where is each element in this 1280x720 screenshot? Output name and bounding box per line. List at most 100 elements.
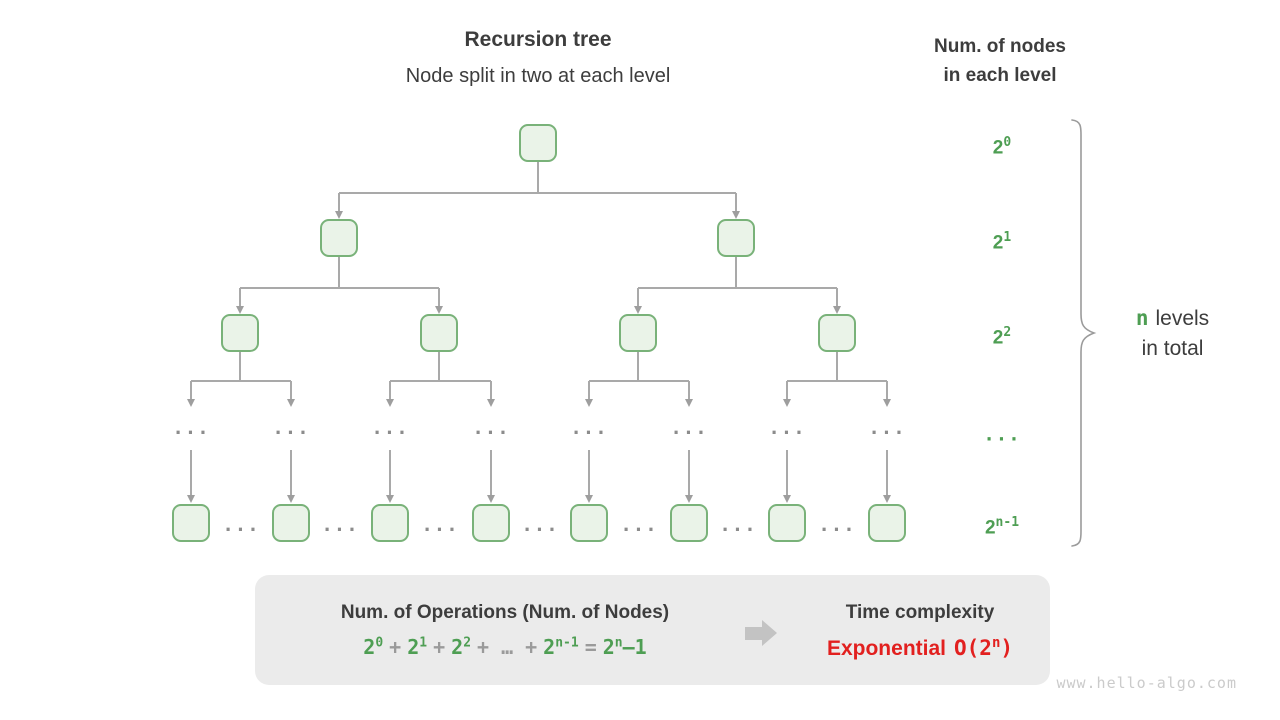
operations-panel: Num. of Operations (Num. of Nodes) 20+21…: [275, 600, 735, 659]
nodes-per-level-header: Num. of nodes in each level: [880, 32, 1120, 90]
arrowhead-icon: [584, 399, 593, 407]
complexity-label: Exponential: [826, 637, 946, 660]
ellipsis: ...: [371, 417, 409, 439]
connector-line: [836, 352, 838, 381]
ellipsis: ...: [818, 514, 856, 536]
arrowhead-icon: [385, 399, 394, 407]
tree-node: [472, 504, 510, 542]
arrowhead-icon: [286, 495, 295, 503]
tree-node: [172, 504, 210, 542]
arrowhead-icon: [832, 306, 841, 314]
arrowhead-icon: [385, 495, 394, 503]
complexity-title: Time complexity: [845, 602, 995, 623]
complexity-panel: Time complexity Exponential O(2n): [800, 600, 1040, 661]
arrowhead-icon: [286, 399, 295, 407]
arrowhead-icon: [882, 399, 891, 407]
tree-node: [519, 124, 557, 162]
connector-line: [637, 352, 639, 381]
diagram-subtitle: Node split in two at each level: [405, 65, 671, 87]
formula-term-0: 20: [363, 635, 384, 659]
connector-line: [638, 287, 837, 289]
ellipsis: ...: [272, 417, 310, 439]
arrowhead-icon: [782, 399, 791, 407]
ellipsis: ...: [421, 514, 459, 536]
connector-line: [490, 381, 492, 400]
connector-line: [688, 381, 690, 400]
connector-line: [688, 450, 690, 496]
tree-node: [320, 219, 358, 257]
connector-line: [190, 381, 192, 400]
ellipsis: ...: [670, 417, 708, 439]
connector-line: [290, 381, 292, 400]
plus-operator: +: [477, 635, 490, 659]
connector-line: [735, 193, 737, 212]
connector-line: [588, 450, 590, 496]
plus-operator: +: [433, 635, 446, 659]
implies-arrow-icon: [745, 620, 777, 646]
plus-operator: +: [525, 635, 538, 659]
arrowhead-icon: [633, 306, 642, 314]
connector-line: [735, 257, 737, 288]
formula-term-1: 21: [407, 635, 428, 659]
operations-formula: 20+21+22+…+2n-1=2n–1: [275, 635, 735, 659]
levels-total-line2: in total: [1141, 337, 1204, 360]
connector-line: [338, 193, 340, 212]
ellipsis: ...: [172, 417, 210, 439]
formula-result: 2n–1: [602, 635, 647, 659]
connector-line: [438, 288, 440, 307]
complexity-value: Exponential O(2n): [800, 635, 1040, 661]
nodes-per-level-header-line1: Num. of nodes: [934, 36, 1066, 57]
connector-line: [886, 381, 888, 400]
connector-line: [339, 192, 736, 194]
connector-line: [787, 380, 887, 382]
connector-line: [490, 450, 492, 496]
ellipsis: ...: [768, 417, 806, 439]
ellipsis: ...: [521, 514, 559, 536]
tree-node: [272, 504, 310, 542]
tree-node: [619, 314, 657, 352]
connector-line: [390, 380, 491, 382]
arrowhead-icon: [486, 495, 495, 503]
connector-line: [637, 288, 639, 307]
connector-line: [240, 287, 439, 289]
connector-line: [886, 450, 888, 496]
connector-line: [588, 381, 590, 400]
plus-operator: +: [389, 635, 402, 659]
level-count-label-0: 20: [992, 135, 1012, 159]
tree-node: [371, 504, 409, 542]
formula-term-2: 22: [451, 635, 472, 659]
watermark: www.hello-algo.com: [1056, 674, 1237, 692]
connector-line: [239, 352, 241, 381]
big-o-notation: O(2n): [954, 635, 1014, 660]
connector-line: [836, 288, 838, 307]
arrowhead-icon: [882, 495, 891, 503]
brace-icon: [1071, 119, 1097, 547]
connector-line: [338, 257, 340, 288]
diagram-title: Recursion tree: [464, 28, 612, 51]
connector-line: [290, 450, 292, 496]
ellipsis: ...: [222, 514, 260, 536]
ellipsis: ...: [321, 514, 359, 536]
arrowhead-icon: [186, 495, 195, 503]
tree-node: [717, 219, 755, 257]
ellipsis: ...: [868, 417, 906, 439]
arrowhead-icon: [782, 495, 791, 503]
tree-node: [670, 504, 708, 542]
summary-box: [255, 575, 1050, 685]
arrowhead-icon: [684, 399, 693, 407]
arrowhead-icon: [731, 211, 740, 219]
nodes-per-level-header-line2: in each level: [943, 65, 1057, 86]
connector-line: [191, 380, 291, 382]
connector-line: [786, 381, 788, 400]
arrowhead-icon: [684, 495, 693, 503]
n-variable: n: [1135, 306, 1149, 330]
tree-node: [420, 314, 458, 352]
level-count-label-ellipsis: ...: [983, 423, 1021, 446]
ellipsis: ...: [472, 417, 510, 439]
arrowhead-icon: [334, 211, 343, 219]
equals-operator: =: [584, 635, 597, 659]
